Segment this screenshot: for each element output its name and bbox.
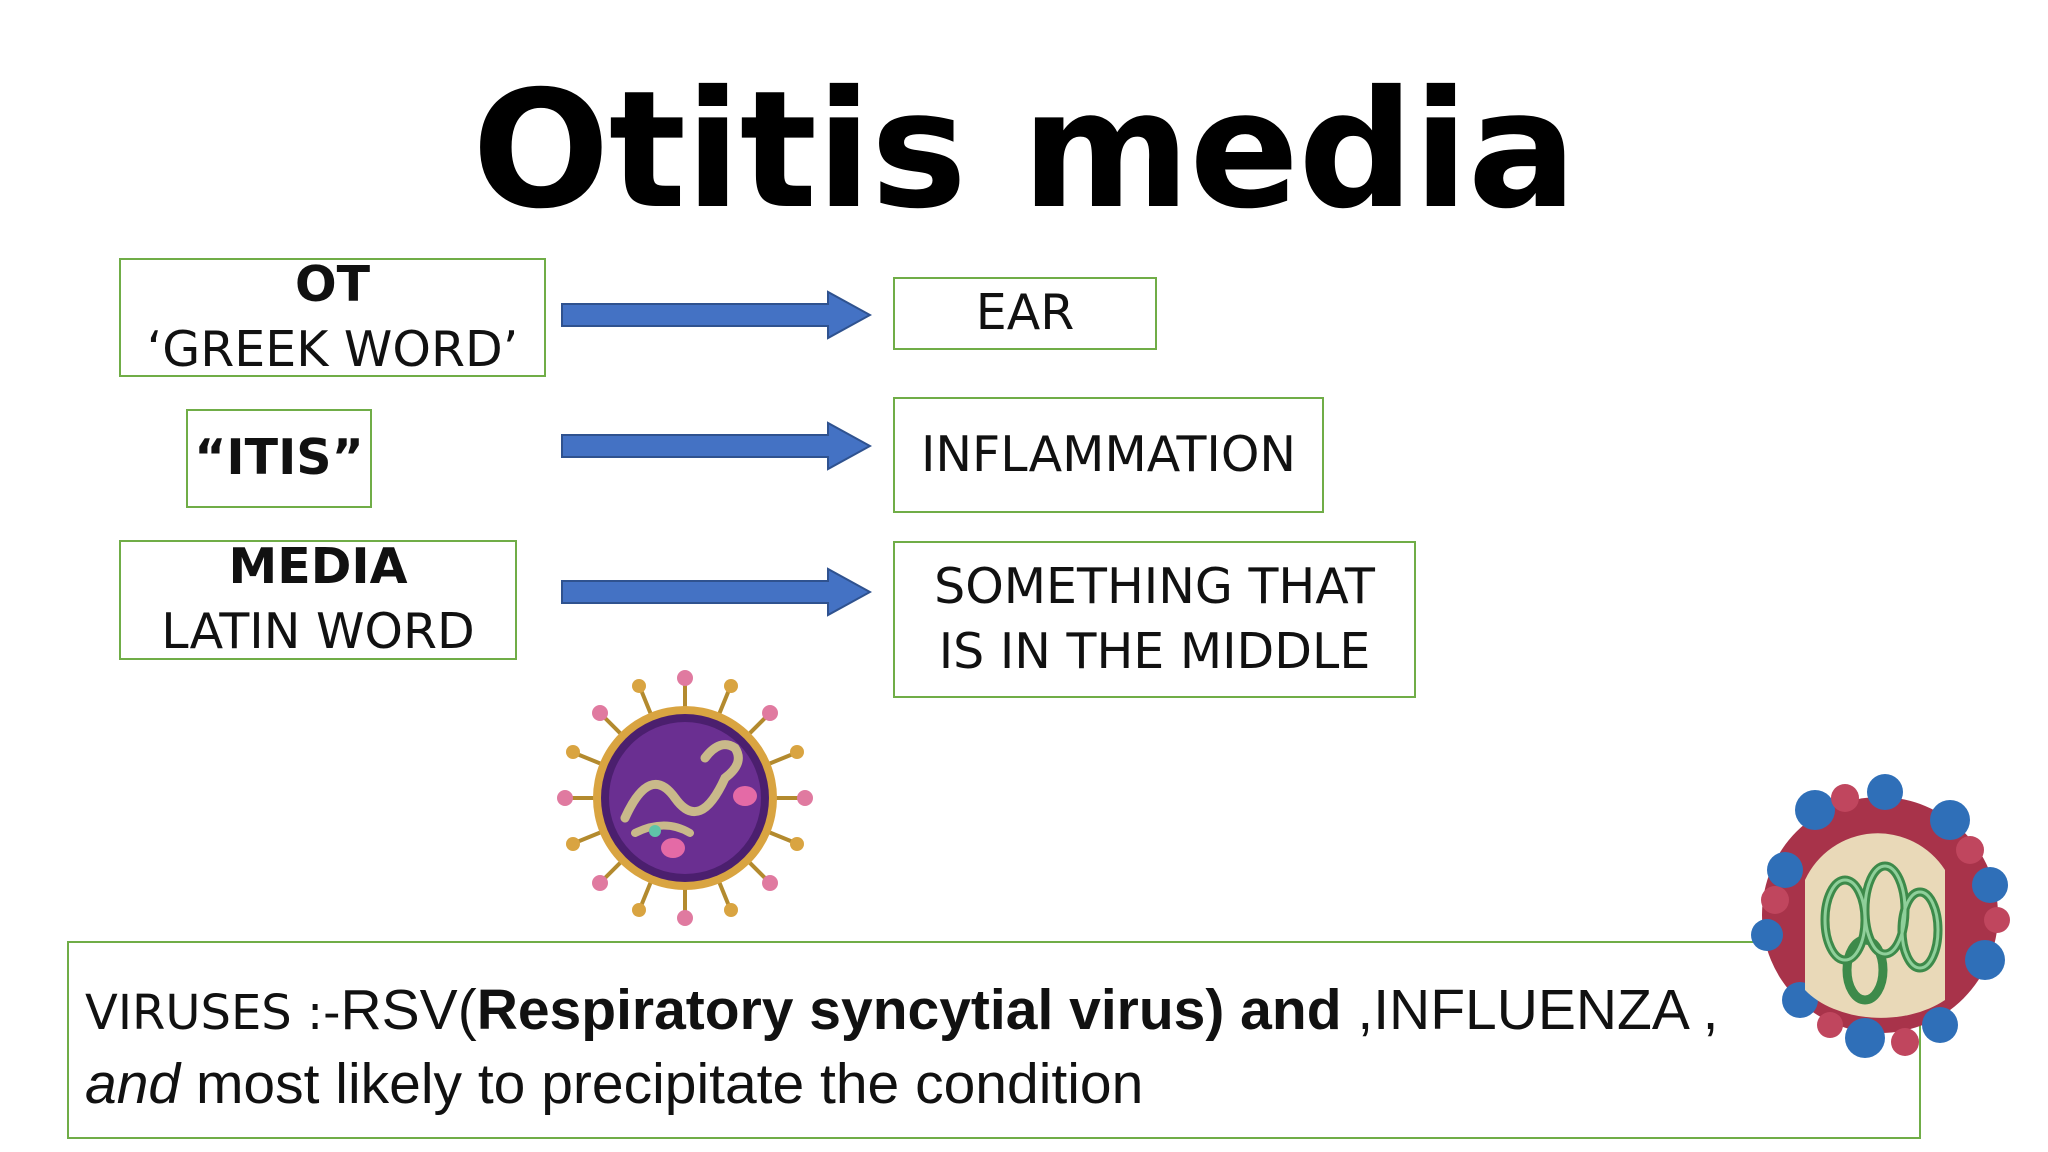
term-ot: OT [294, 255, 371, 313]
arrow-right-icon [561, 421, 872, 471]
meaning-box-ear: EAR [893, 277, 1157, 350]
virus-note-line2: and most likely to precipitate the condi… [85, 1047, 1919, 1121]
meaning-middle-line2: IS IN THE MIDDLE [938, 622, 1371, 680]
virus-note-rsv-full: Respiratory syncytial virus) and [476, 978, 1342, 1042]
influenza-virus-icon [1751, 774, 2010, 1058]
term-media: MEDIA [228, 538, 408, 596]
virus-note-rsv: RSV( [340, 978, 477, 1042]
slide-title: Otitis media [472, 57, 1577, 245]
term-itis: “ITIS” [194, 429, 364, 487]
virus-icon [557, 670, 813, 926]
meaning-box-inflammation: INFLAMMATION [893, 397, 1324, 513]
virus-note-and: and [85, 1052, 181, 1117]
virus-note-influenza: ,INFLUENZA , [1341, 978, 1719, 1042]
term-ot-origin: ‘GREEK WORD’ [146, 320, 519, 378]
meaning-ear: EAR [975, 284, 1075, 342]
term-media-origin: LATIN WORD [161, 603, 475, 660]
virus-note-rest: most likely to precipitate the condition [180, 1052, 1144, 1117]
meaning-middle-line1: SOMETHING THAT [934, 557, 1375, 615]
arrow-right-icon [561, 290, 872, 340]
term-box-itis: “ITIS” [186, 409, 372, 508]
meaning-inflammation: INFLAMMATION [920, 425, 1297, 483]
term-box-media: MEDIA LATIN WORD [119, 538, 517, 660]
virus-note-line1: VIRUSES :-RSV(Respiratory syncytial viru… [85, 973, 1919, 1047]
arrow-right-icon [561, 567, 872, 617]
term-box-ot: OT ‘GREEK WORD’ [119, 256, 546, 378]
virus-note-prefix: VIRUSES :- [85, 985, 341, 1041]
virus-note: VIRUSES :-RSV(Respiratory syncytial viru… [67, 941, 1921, 1139]
meaning-box-middle: SOMETHING THAT IS IN THE MIDDLE [893, 541, 1416, 698]
